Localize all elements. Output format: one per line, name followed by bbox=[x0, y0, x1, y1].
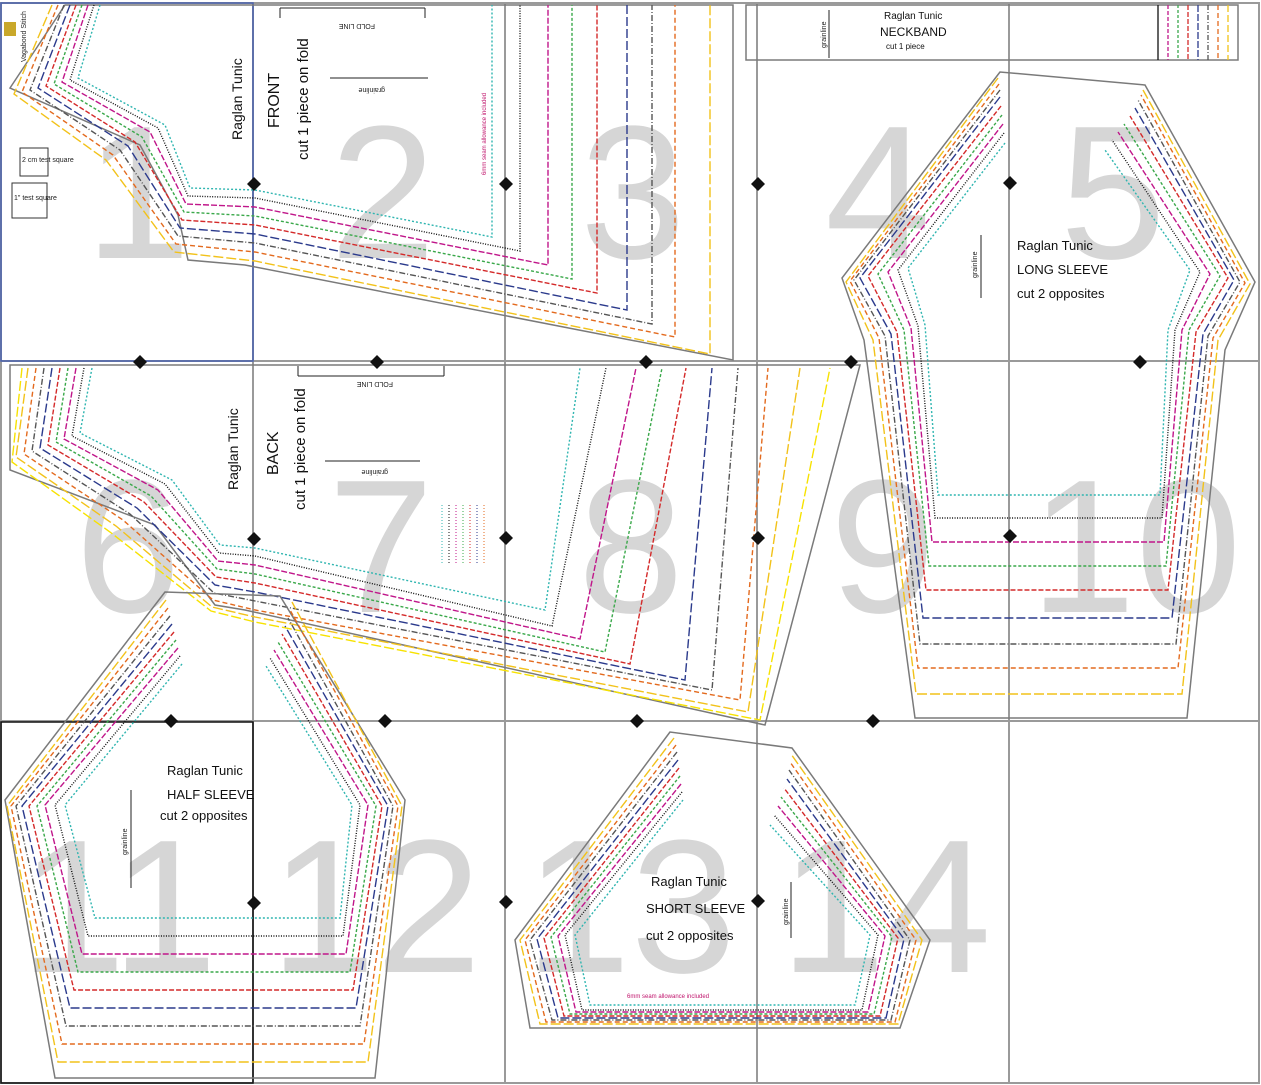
alignment-diamond bbox=[1003, 176, 1017, 190]
page-number: 3 bbox=[580, 87, 686, 299]
half-sleeve-cut-instruction: cut 2 opposites bbox=[160, 808, 248, 823]
alignment-diamond bbox=[378, 714, 392, 728]
long-sleeve-grainline-label: grainline bbox=[972, 251, 979, 278]
alignment-diamond bbox=[751, 531, 765, 545]
front-grainline-label: grainline bbox=[358, 86, 385, 93]
alignment-diamond bbox=[133, 355, 147, 369]
alignment-diamond bbox=[1003, 529, 1017, 543]
back-piece: Raglan Tunic BACK cut 1 piece on fold FO… bbox=[9, 364, 861, 726]
front-fold-arrow bbox=[279, 7, 426, 18]
test-square-inch: 1" test square bbox=[14, 195, 57, 202]
alignment-diamond bbox=[164, 714, 178, 728]
long-sleeve-outline bbox=[841, 71, 1256, 719]
front-cut-instruction: cut 1 piece on fold bbox=[295, 38, 312, 160]
front-piece: Raglan Tunic FRONT cut 1 piece on fold F… bbox=[8, 4, 734, 361]
back-fold-line-label: FOLD LINE bbox=[356, 380, 393, 387]
half-sleeve-piece: grainline Raglan Tunic HALF SLEEVE cut 2… bbox=[4, 591, 406, 1079]
alignment-diamond bbox=[247, 177, 261, 191]
front-name: FRONT bbox=[266, 73, 283, 128]
alignment-diamond bbox=[751, 894, 765, 908]
alignment-marks bbox=[133, 176, 1147, 910]
neckband-name: NECKBAND bbox=[880, 25, 947, 39]
page-number: 4 bbox=[825, 87, 931, 299]
alignment-diamond bbox=[247, 532, 261, 546]
half-sleeve-grainline-label: grainline bbox=[122, 828, 129, 855]
alignment-diamond bbox=[844, 355, 858, 369]
alignment-diamond bbox=[499, 895, 513, 909]
page-number: 13 bbox=[525, 801, 736, 1013]
page-number: 5 bbox=[1060, 87, 1166, 299]
back-name: BACK bbox=[265, 431, 282, 475]
alignment-diamond bbox=[866, 714, 880, 728]
alignment-diamond bbox=[751, 177, 765, 191]
test-square-cm: 2 cm test square bbox=[22, 157, 74, 164]
half-sleeve-name: HALF SLEEVE bbox=[167, 787, 255, 802]
page-number: 6 bbox=[75, 441, 181, 653]
neckband-cut-instruction: cut 1 piece bbox=[886, 42, 925, 51]
brand-name: Vagabond Stitch bbox=[21, 11, 28, 62]
alignment-diamond bbox=[370, 355, 384, 369]
short-sleeve-title: Raglan Tunic bbox=[651, 874, 727, 889]
front-seam-note: 6mm seam allowance included bbox=[482, 93, 488, 175]
alignment-diamond bbox=[1133, 355, 1147, 369]
page-number: 10 bbox=[1030, 441, 1241, 653]
long-sleeve-cut-instruction: cut 2 opposites bbox=[1017, 286, 1105, 301]
short-sleeve-outline bbox=[514, 731, 931, 1029]
back-outline bbox=[9, 364, 861, 726]
test-squares: 2 cm test square 1" test square bbox=[11, 147, 74, 219]
front-outline bbox=[8, 4, 734, 361]
size-legend bbox=[441, 505, 485, 565]
alignment-diamond bbox=[499, 531, 513, 545]
long-sleeve-piece: grainline Raglan Tunic LONG SLEEVE cut 2… bbox=[841, 71, 1256, 719]
neckband-grainline-label: grainline bbox=[821, 21, 828, 48]
front-title: Raglan Tunic bbox=[229, 58, 245, 140]
short-sleeve-name: SHORT SLEEVE bbox=[646, 901, 746, 916]
front-size-lines bbox=[13, 4, 711, 355]
page-number: 1 bbox=[85, 87, 191, 299]
front-fold-line-label: FOLD LINE bbox=[338, 22, 375, 29]
neckband-title: Raglan Tunic bbox=[884, 11, 942, 22]
back-cut-instruction: cut 1 piece on fold bbox=[292, 388, 309, 510]
alignment-diamond bbox=[639, 355, 653, 369]
half-sleeve-outline bbox=[4, 591, 406, 1079]
page-number: 11 bbox=[20, 801, 217, 1013]
page-numbers: 1 2 3 4 5 6 7 8 9 10 11 12 13 14 bbox=[20, 87, 1241, 1013]
page-number: 8 bbox=[578, 441, 684, 653]
page-number: 12 bbox=[270, 801, 481, 1013]
long-sleeve-title: Raglan Tunic bbox=[1017, 238, 1093, 253]
short-sleeve-seam-note: 6mm seam allowance included bbox=[627, 994, 709, 1000]
half-sleeve-title: Raglan Tunic bbox=[167, 763, 243, 778]
short-sleeve-cut-instruction: cut 2 opposites bbox=[646, 928, 734, 943]
back-title: Raglan Tunic bbox=[225, 408, 241, 490]
back-grainline-label: grainline bbox=[361, 468, 388, 475]
long-sleeve-name: LONG SLEEVE bbox=[1017, 262, 1108, 277]
brand-logo: Vagabond Stitch bbox=[4, 11, 28, 62]
page-number: 2 bbox=[330, 87, 436, 299]
alignment-diamond bbox=[630, 714, 644, 728]
neckband-piece: grainline Raglan Tunic NECKBAND cut 1 pi… bbox=[745, 4, 1239, 61]
short-sleeve-piece: grainline Raglan Tunic SHORT SLEEVE cut … bbox=[514, 731, 931, 1029]
short-sleeve-grainline-label: grainline bbox=[783, 898, 790, 925]
alignment-diamond bbox=[247, 896, 261, 910]
alignment-diamond bbox=[499, 177, 513, 191]
